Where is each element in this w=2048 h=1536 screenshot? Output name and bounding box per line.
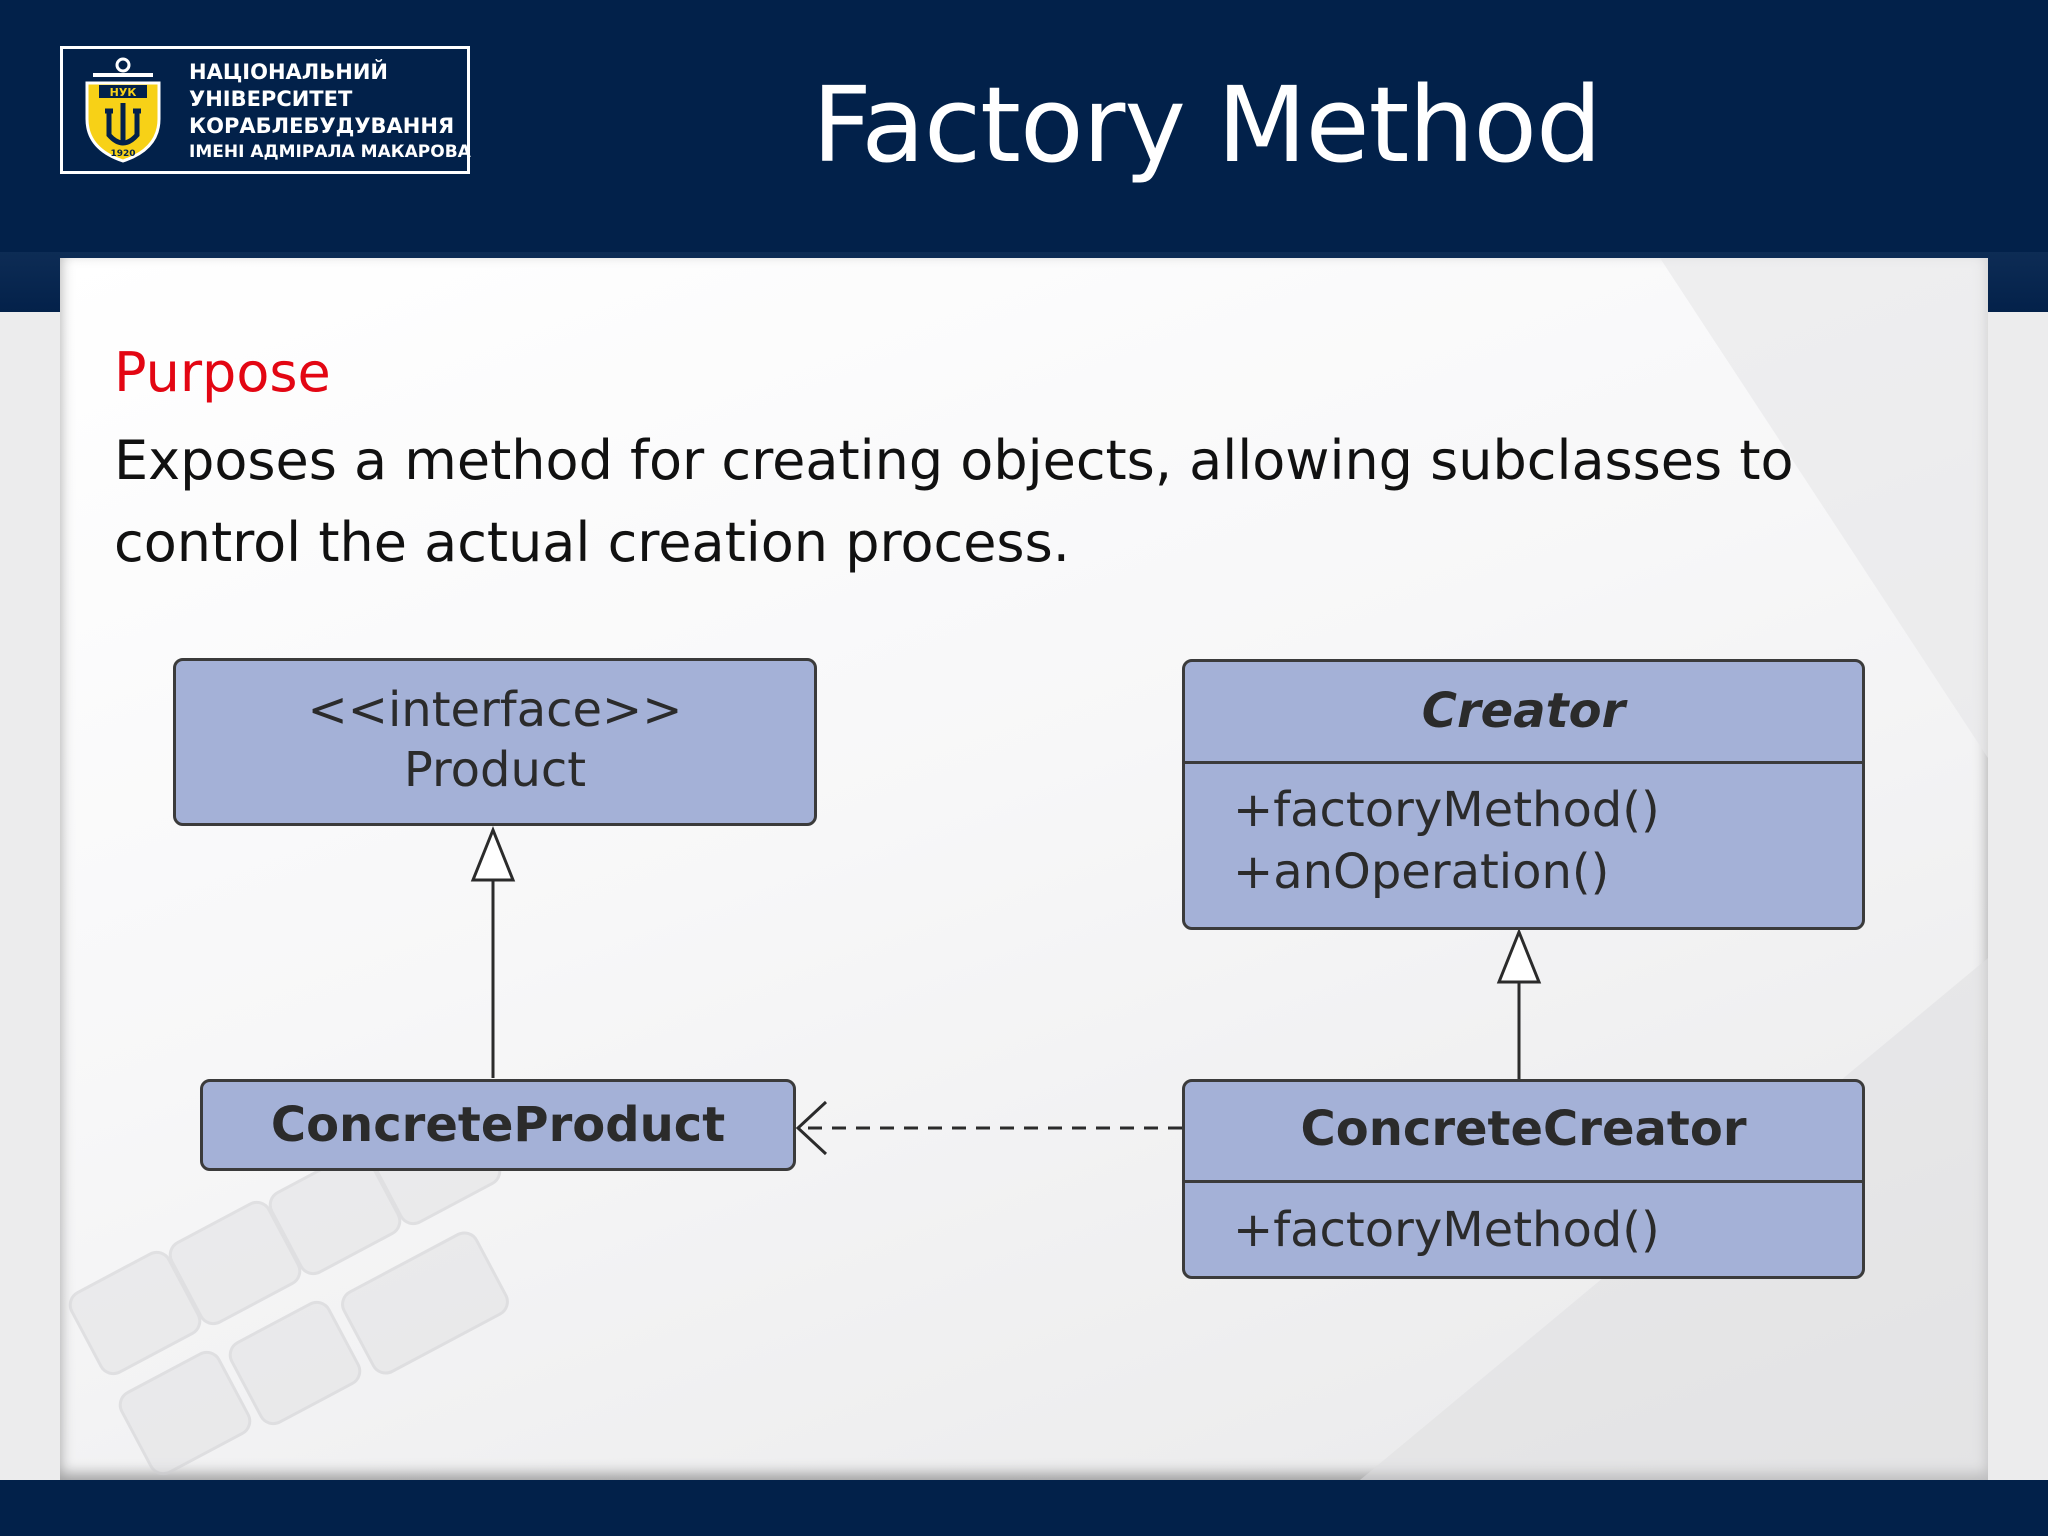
slide-title: Factory Method	[812, 64, 1602, 186]
concrete-creator-name: ConcreteCreator	[1300, 1101, 1747, 1157]
university-logo: НУК 1920 НАЦІОНАЛЬНИЙ УНІВЕРСИТЕТ КОРАБЛ…	[60, 46, 471, 174]
creator-method-factory: +factoryMethod()	[1233, 782, 1660, 838]
product-interface-box: <<interface>> Product	[173, 658, 817, 826]
concrete-creator-divider	[1185, 1180, 1862, 1183]
logo-line-1: НАЦІОНАЛЬНИЙ	[189, 60, 388, 84]
concrete-product-box: ConcreteProduct	[200, 1079, 796, 1171]
footer-bar	[0, 1480, 2048, 1536]
creator-name: Creator	[1421, 683, 1626, 739]
university-name: НАЦІОНАЛЬНИЙ УНІВЕРСИТЕТ КОРАБЛЕБУДУВАНН…	[189, 59, 471, 164]
logo-line-2: УНІВЕРСИТЕТ	[189, 87, 353, 111]
concrete-creator-method-factory: +factoryMethod()	[1233, 1202, 1660, 1258]
product-name: Product	[403, 742, 587, 798]
concrete-product-name: ConcreteProduct	[270, 1097, 726, 1153]
purpose-description: Exposes a method for creating objects, a…	[114, 429, 1794, 574]
product-stereotype: <<interface>>	[307, 682, 683, 738]
concrete-creator-box: ConcreteCreator +factoryMethod()	[1182, 1079, 1865, 1279]
creator-divider	[1185, 761, 1862, 764]
creator-method-operation: +anOperation()	[1233, 844, 1610, 900]
logo-line-3: КОРАБЛЕБУДУВАННЯ	[189, 114, 455, 138]
logo-line-4: ІМЕНІ АДМІРАЛА МАКАРОВА	[189, 142, 471, 162]
svg-text:НУК: НУК	[110, 86, 137, 99]
svg-text:1920: 1920	[110, 149, 135, 159]
creator-class-box: Creator +factoryMethod() +anOperation()	[1182, 659, 1865, 930]
purpose-heading: Purpose	[114, 341, 331, 404]
university-emblem-icon: НУК 1920	[85, 57, 161, 163]
